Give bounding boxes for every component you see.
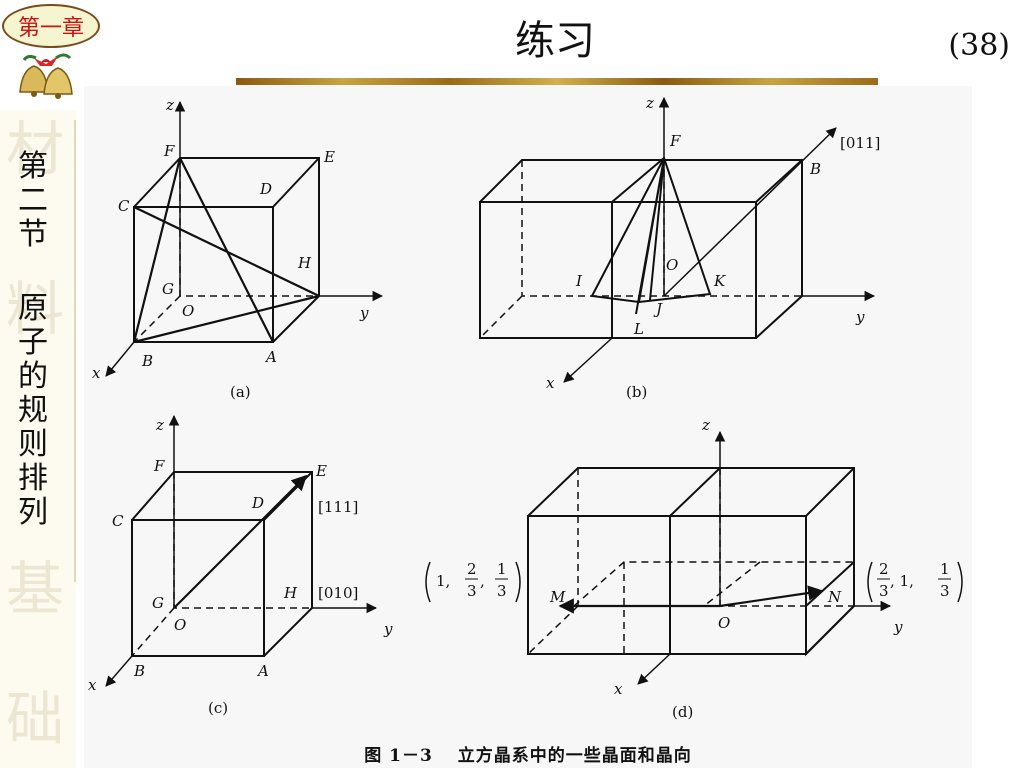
point-label-O: O [174,616,186,634]
panel-label-c: (c) [208,699,228,717]
panel-a-diagram [105,100,384,377]
point-label-L: L [633,320,644,338]
point-label-A: A [264,348,277,366]
decorative-bar [236,78,878,85]
axis-label-z: z [645,94,654,112]
panel-label-a: (a) [230,383,251,401]
panel-b-diagram [479,96,876,383]
sidebar-ghost-char: 材 [6,115,65,183]
coord-N-c-num: 1 [940,560,950,578]
axis-label-x: x [546,374,555,392]
point-label-O: O [666,256,678,274]
sidebar-divider [74,120,76,582]
point-label-O: O [182,302,194,320]
point-label-C: C [118,197,130,215]
bell-icon [19,53,73,99]
point-label-M: M [549,588,566,606]
sidebar-section-label: 第二节 [16,150,50,252]
sidebar-section-nav: 第二节 原子的规则排列 [16,150,50,530]
point-label-C: C [112,512,124,530]
sidebar-char: 则 [18,427,48,462]
sidebar-spacer [16,252,50,292]
coord-M-sep: , [480,572,485,590]
page-title: 练习 [515,18,595,64]
figure-caption: 图 1－3 立方晶系中的一些晶面和晶向 [364,746,692,766]
sidebar-ghost-char: 基 [6,555,65,623]
sidebar-ghost-char: 础 [6,685,65,753]
sidebar-char: 子 [18,325,48,360]
axis-label-x: x [614,680,623,698]
point-label-F: F [153,457,165,475]
coord-N-a-den: 3 [879,582,889,600]
coord-N-b: , 1, [890,572,914,590]
sidebar-char: 二 [18,183,48,218]
point-label-K: K [713,272,726,290]
sidebar-char: 原 [18,291,48,326]
point-label-G: G [162,280,174,298]
coord-M-a: 1, [436,572,450,590]
sidebar-char: 列 [18,495,48,530]
chapter-badge: 第一章 [2,4,100,48]
axis-label-y: y [855,308,865,326]
panel-label-b: (b) [626,383,647,401]
panel-c-diagram [105,414,378,687]
point-label-E: E [315,462,327,480]
crystal-diagram: z F E D C H G O y B A x z F B O I K J L … [88,94,963,721]
point-label-O: O [718,614,730,632]
axis-label-y: y [383,620,393,638]
point-label-B: B [809,160,821,178]
point-label-F: F [163,142,175,160]
coord-M-c-den: 3 [497,582,507,600]
panel-label-d: (d) [672,703,693,721]
point-label-G: G [152,594,164,612]
axis-label-z: z [165,96,174,114]
sidebar-char: 第 [18,149,48,184]
direction-label-011: [011] [840,134,880,152]
point-label-D: D [251,494,264,512]
point-label-D: D [259,180,272,198]
axis-label-z: z [155,416,164,434]
sidebar-char: 排 [18,461,48,496]
sidebar-ghost-char: 料 [6,275,65,343]
point-label-B: B [141,352,153,370]
point-label-H: H [297,254,312,272]
page-number: (38) [948,28,1010,63]
coord-N-c-den: 3 [940,582,950,600]
point-label-E: E [323,148,335,166]
axis-label-x: x [88,676,97,694]
coord-M-b-num: 2 [467,560,477,578]
direction-label-111: [111] [318,498,358,516]
point-label-J: J [653,300,663,318]
sidebar-char: 规 [18,393,48,428]
direction-label-010: [010] [318,584,358,602]
point-label-B: B [133,662,145,680]
sidebar-background: 材 料 基 础 [0,110,76,768]
axis-label-y: y [893,618,903,636]
coord-M-c-num: 1 [497,560,507,578]
point-label-F: F [669,132,681,150]
axis-label-y: y [359,304,369,322]
point-label-I: I [575,272,583,290]
sidebar-char: 节 [18,217,48,252]
figure-area: z F E D C H G O y B A x z F B O I K J L … [84,86,972,768]
sidebar-char: 的 [18,359,48,394]
sidebar-section-title: 原子的规则排列 [16,292,50,530]
axis-label-z: z [701,416,710,434]
point-label-N: N [827,588,842,606]
point-label-H: H [283,584,298,602]
axis-label-x: x [92,364,101,382]
coord-M-b-den: 3 [467,582,477,600]
coord-N-a-num: 2 [879,560,889,578]
point-label-A: A [256,662,269,680]
panel-d-diagram [425,430,963,685]
